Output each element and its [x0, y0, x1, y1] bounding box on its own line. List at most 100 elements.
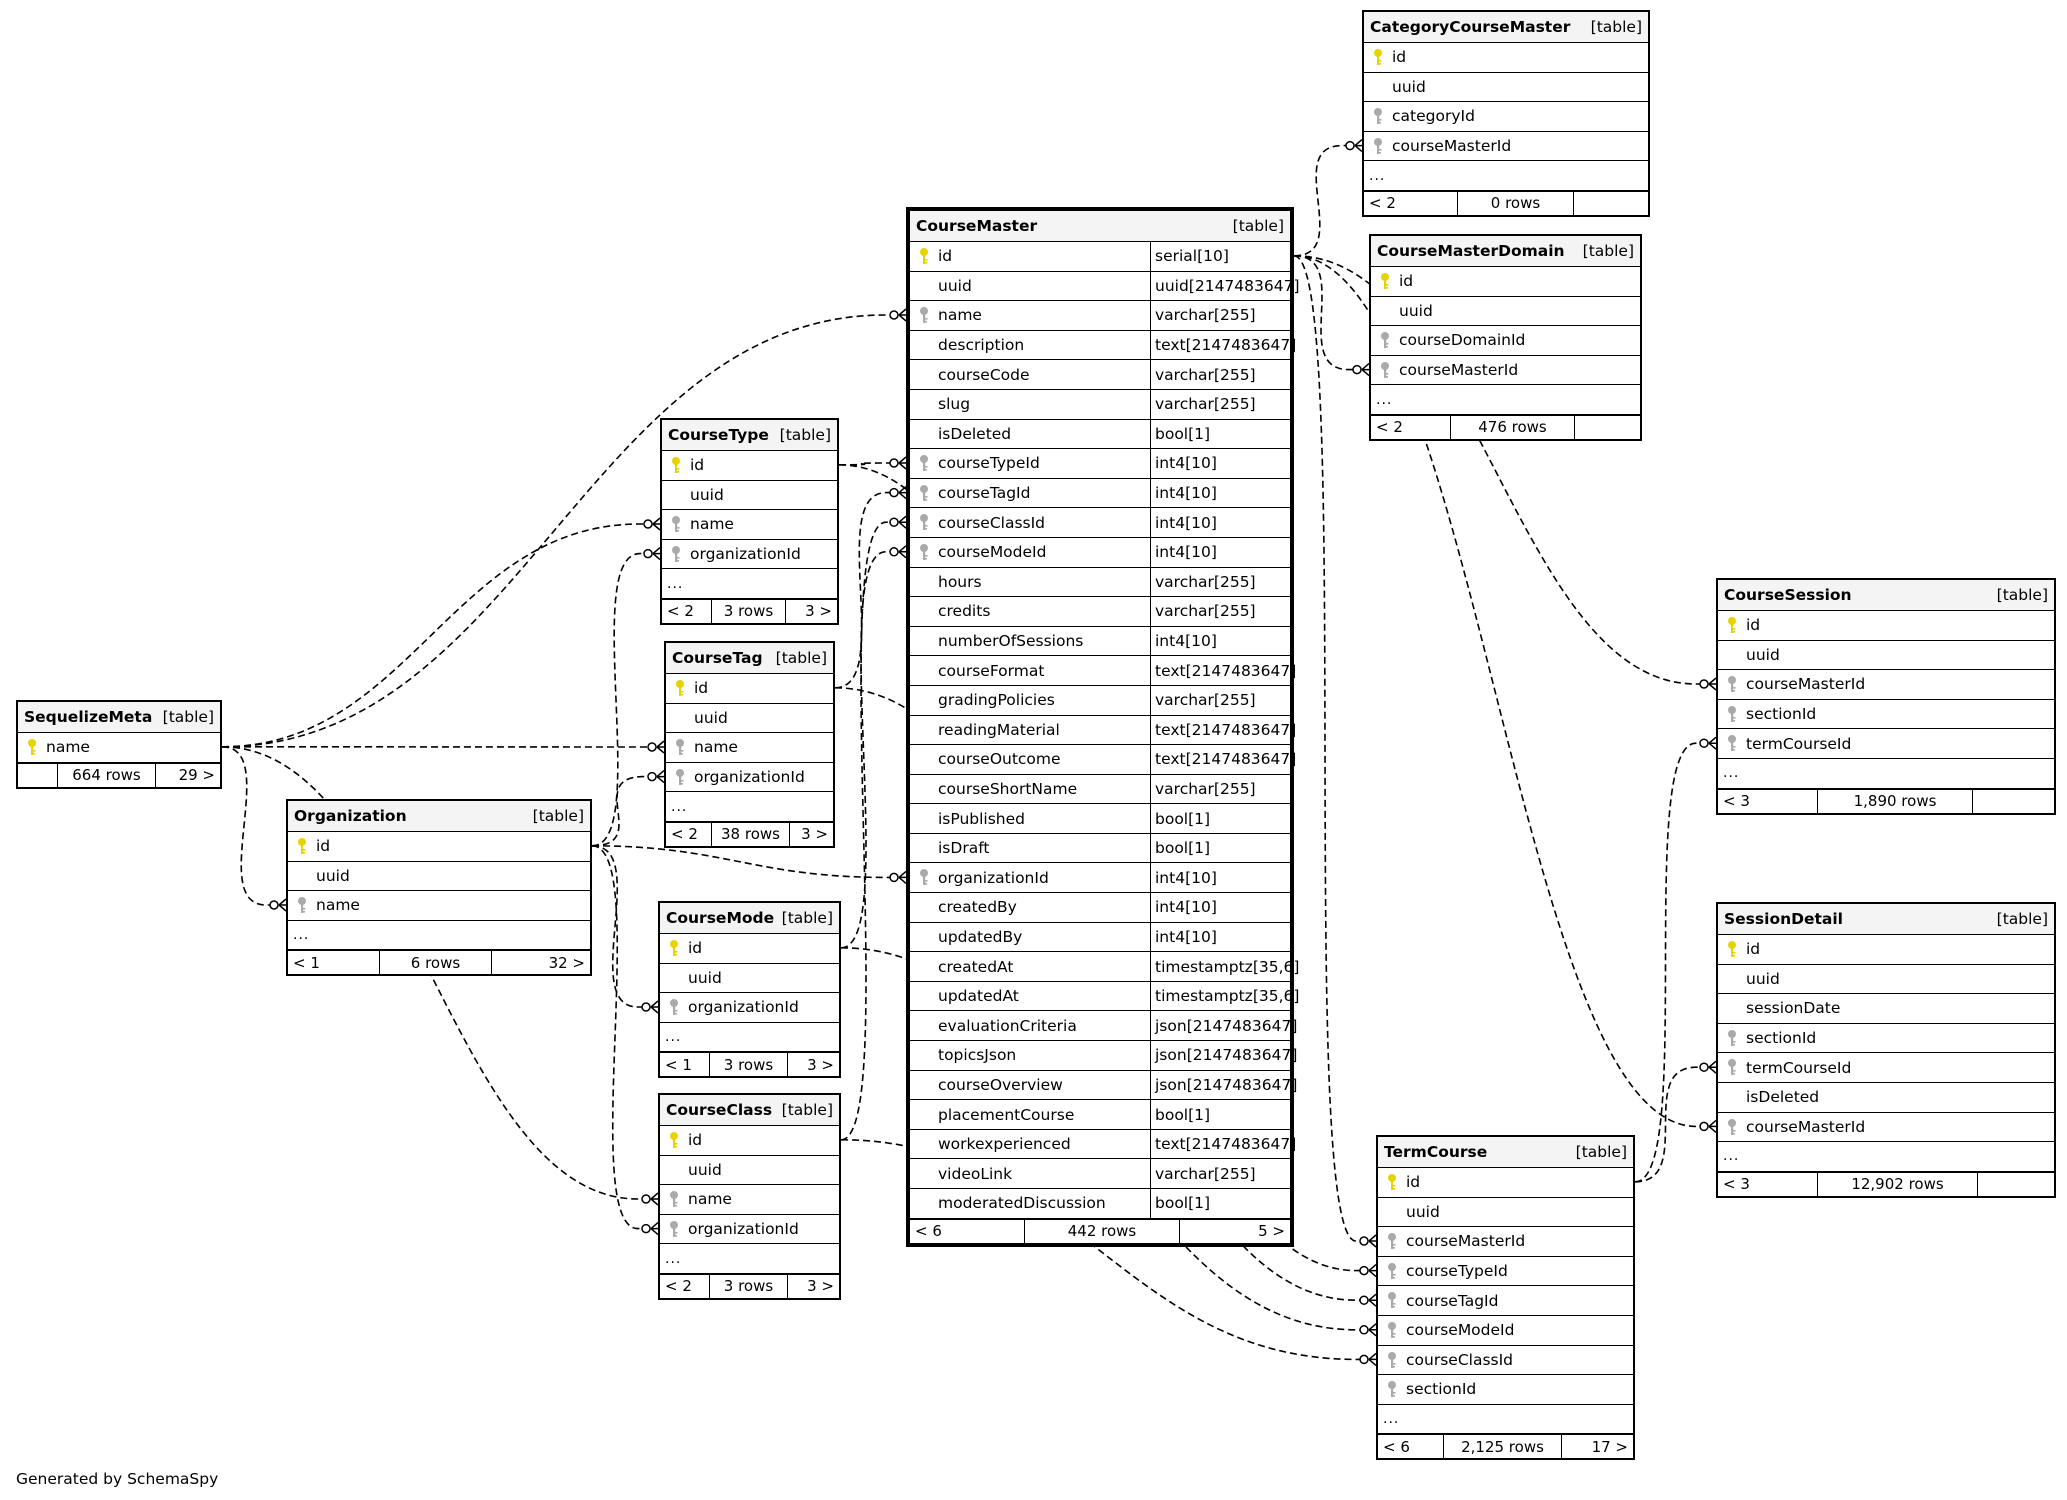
column-row[interactable]: uuid — [660, 1154, 839, 1185]
parents-count[interactable]: < 2 — [660, 1274, 710, 1298]
parents-count[interactable] — [18, 763, 58, 787]
column-row[interactable]: uuid — [1378, 1196, 1633, 1227]
column-row[interactable]: uuid — [666, 702, 833, 733]
column-row[interactable]: organizationId — [662, 538, 837, 569]
column-row[interactable]: name — [666, 732, 833, 762]
column-row[interactable]: sectionId — [1718, 1022, 2054, 1053]
column-row[interactable]: id — [660, 1125, 839, 1155]
more-columns-row[interactable]: ... — [660, 1243, 839, 1273]
column-row[interactable]: organizationId — [660, 1213, 839, 1244]
column-row[interactable]: termCourseId — [1718, 1052, 2054, 1082]
column-row[interactable]: courseTagId — [1378, 1285, 1633, 1315]
column-row[interactable]: courseDomainId — [1371, 325, 1640, 355]
more-columns-row[interactable]: ... — [660, 1021, 839, 1052]
parents-count[interactable]: < 1 — [288, 951, 380, 975]
children-count[interactable]: 3 > — [807, 1055, 834, 1074]
column-row[interactable]: name — [662, 509, 837, 539]
column-row[interactable]: isDeleted — [1718, 1081, 2054, 1112]
column-row[interactable]: uuid — [1371, 295, 1640, 326]
column-row[interactable]: organizationId — [660, 992, 839, 1022]
column-row[interactable]: uuid — [662, 479, 837, 510]
more-columns-row[interactable]: ... — [1378, 1403, 1633, 1434]
parents-count[interactable]: < 1 — [660, 1053, 710, 1077]
column-row[interactable]: uuid — [1364, 71, 1648, 102]
children-count[interactable]: 29 > — [178, 766, 215, 785]
column-row[interactable]: courseMasterId — [1718, 1111, 2054, 1142]
children-count[interactable] — [1575, 416, 1640, 439]
children-count[interactable]: 3 > — [801, 825, 828, 844]
column-row[interactable]: id — [1718, 934, 2054, 964]
column-row[interactable]: termCourseId — [1718, 728, 2054, 758]
column-row[interactable]: name — [660, 1184, 839, 1214]
children-count[interactable] — [1973, 790, 2054, 813]
children-count[interactable]: 3 > — [805, 602, 832, 621]
column-row[interactable]: organizationId — [666, 761, 833, 792]
column-row[interactable]: name — [18, 732, 220, 762]
more-columns-row[interactable]: ... — [1364, 160, 1648, 190]
parents-count[interactable]: < 2 — [1364, 191, 1458, 215]
column-row[interactable]: uuid — [1718, 639, 2054, 670]
more-columns-row[interactable]: ... — [1371, 384, 1640, 414]
column-row[interactable]: sectionId — [1718, 698, 2054, 729]
more-columns-row[interactable]: ... — [1718, 757, 2054, 788]
parents-count[interactable]: < 3 — [1718, 789, 1818, 813]
column-row[interactable]: id — [1364, 42, 1648, 72]
column-row[interactable]: courseMasterId — [1378, 1226, 1633, 1256]
column-row[interactable]: id — [1718, 610, 2054, 640]
parents-count[interactable]: < 2 — [662, 599, 712, 623]
children-count[interactable] — [1978, 1173, 2054, 1196]
column-row[interactable]: sessionDate — [1718, 993, 2054, 1023]
column-row[interactable]: courseMasterId — [1364, 130, 1648, 161]
parents-count[interactable]: < 6 — [910, 1219, 1025, 1243]
column-row[interactable]: id — [288, 831, 590, 861]
children-count[interactable]: 5 > — [1258, 1222, 1285, 1241]
column-row[interactable]: id — [1378, 1167, 1633, 1197]
parents-count[interactable]: < 3 — [1718, 1172, 1818, 1196]
column-row[interactable]: courseTypeId — [1378, 1255, 1633, 1286]
parents-count[interactable]: < 6 — [1378, 1435, 1444, 1459]
parents-count[interactable]: < 2 — [666, 822, 712, 846]
children-count[interactable]: 32 > — [548, 953, 585, 972]
column-row[interactable]: sectionId — [1378, 1374, 1633, 1404]
more-columns-row[interactable]: ... — [1718, 1141, 2054, 1171]
column-row[interactable]: uuid — [660, 962, 839, 993]
more-columns-row[interactable]: ... — [666, 791, 833, 821]
column-row[interactable]: courseMasterId — [1371, 354, 1640, 385]
column-row[interactable]: courseClassId — [1378, 1344, 1633, 1375]
children-count[interactable] — [1574, 192, 1648, 215]
children-count[interactable]: 17 > — [1591, 1437, 1628, 1456]
